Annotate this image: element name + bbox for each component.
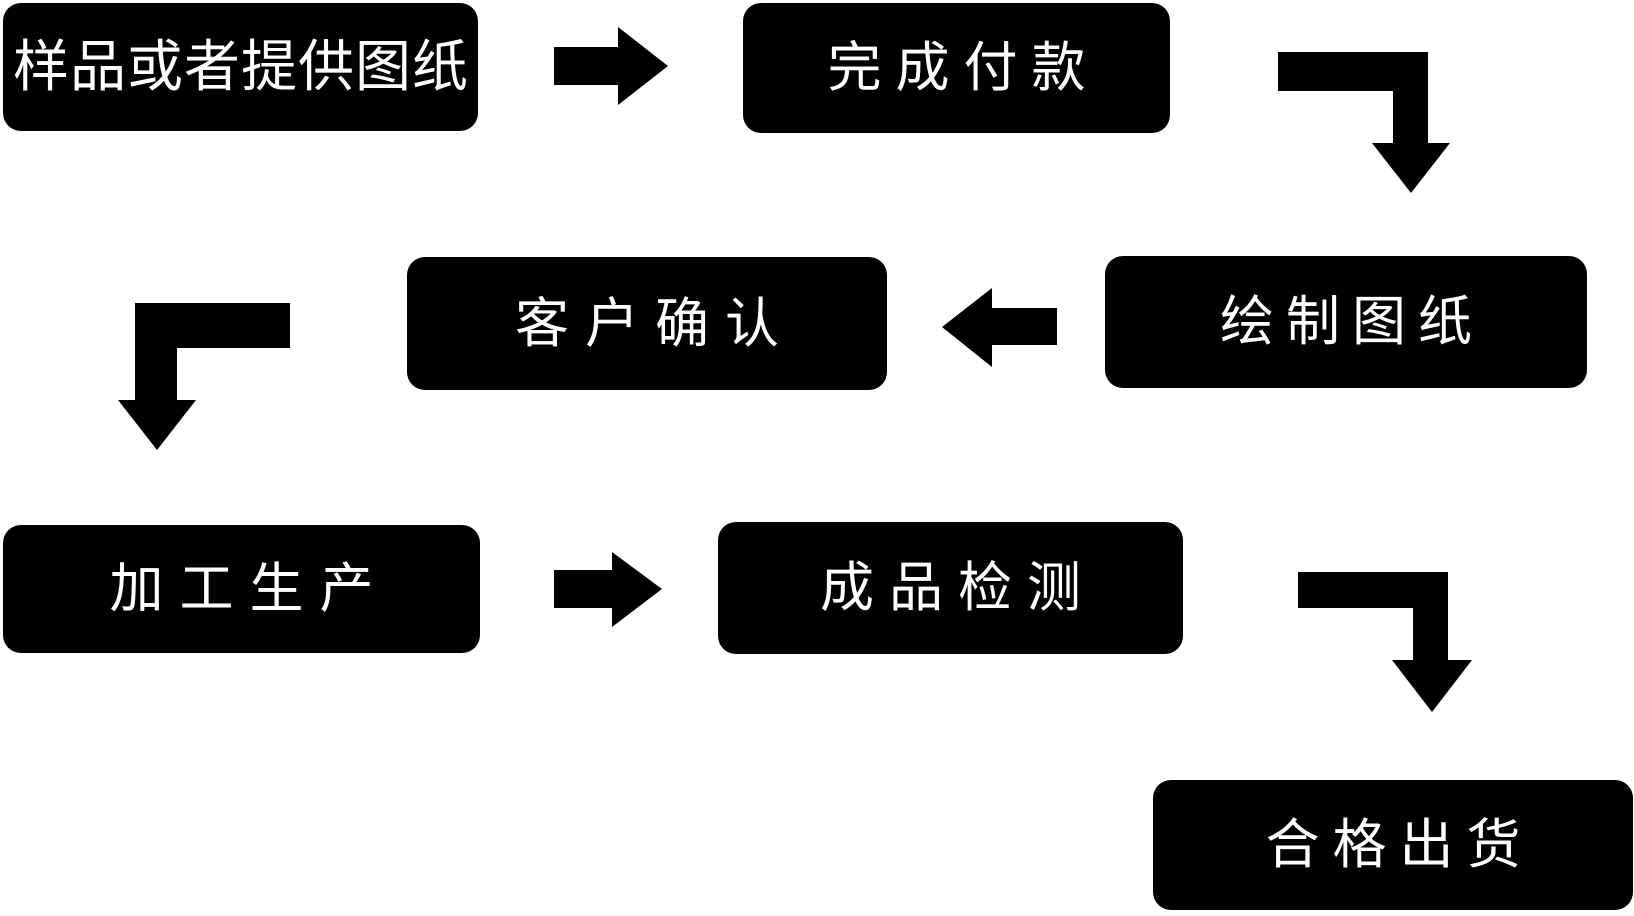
flow-node-label: 完成付款 — [827, 38, 1100, 98]
flow-node-label: 加工生产 — [109, 559, 390, 619]
right-arrow-icon — [554, 27, 668, 105]
flow-node-label: 绘制图纸 — [1220, 292, 1484, 352]
elbow-down-right-arrow-icon — [1298, 572, 1472, 712]
flow-node-complete-payment: 完成付款 — [743, 3, 1170, 133]
right-arrow-icon — [554, 552, 662, 627]
flow-node-qualified-shipment: 合格出货 — [1153, 780, 1633, 910]
flow-node-sample-or-provide-drawings: 样品或者提供图纸 — [3, 3, 478, 131]
elbow-down-left-arrow-icon — [118, 303, 290, 450]
flow-node-label: 合格出货 — [1265, 815, 1534, 875]
left-arrow-icon — [942, 288, 1057, 367]
flow-node-customer-confirmation: 客户确认 — [407, 257, 887, 390]
flow-node-label: 成品检测 — [820, 558, 1096, 618]
flow-node-label: 客户确认 — [515, 293, 795, 354]
elbow-down-right-arrow-icon — [1278, 52, 1450, 193]
flow-node-label: 样品或者提供图纸 — [13, 35, 469, 98]
flow-node-draw-drawings: 绘制图纸 — [1105, 256, 1587, 388]
flow-node-finished-product-inspection: 成品检测 — [718, 522, 1183, 654]
flow-node-processing-production: 加工生产 — [3, 525, 480, 653]
